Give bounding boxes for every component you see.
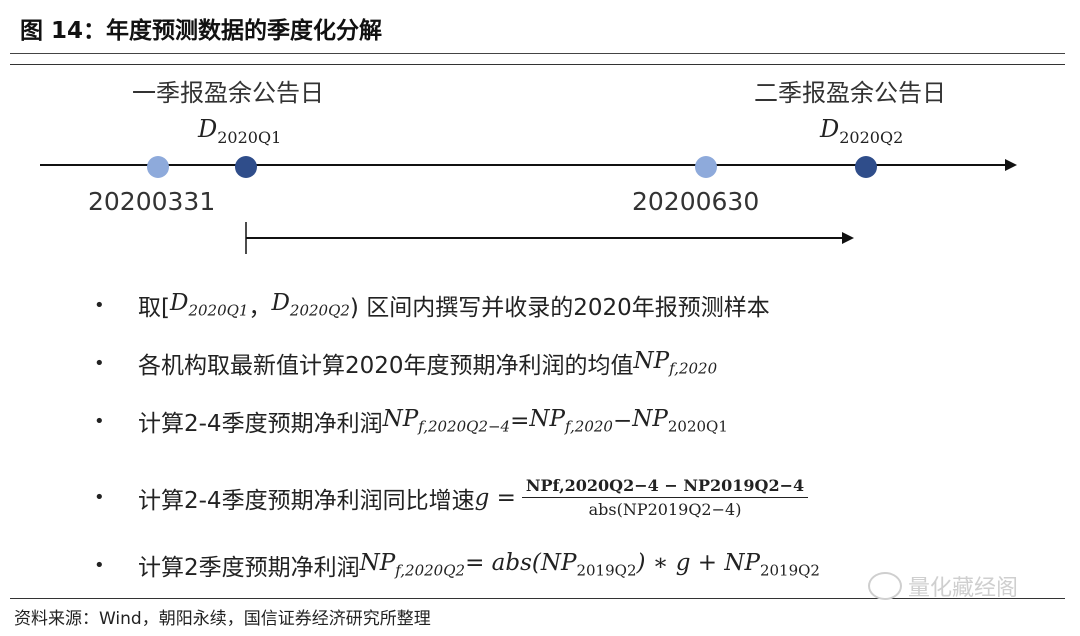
right-event-symbol: D2020Q2 <box>819 115 903 147</box>
bullet-list: • 取[ D2020Q1 ， D2020Q2 ) 区间内撰写并收录的2020年报… <box>94 290 820 581</box>
left-event-label: 一季报盈余公告日 <box>132 79 324 107</box>
bottom-rule <box>10 598 1065 599</box>
bullet-dot-icon: • <box>94 487 105 508</box>
right-event-label: 二季报盈余公告日 <box>754 79 946 107</box>
top-rule <box>10 64 1065 65</box>
figure-title: 图 14：年度预测数据的季度化分解 <box>10 8 1065 54</box>
bullet-item-1: • 取[ D2020Q1 ， D2020Q2 ) 区间内撰写并收录的2020年报… <box>94 290 770 321</box>
event-q1-dot <box>235 156 257 178</box>
date-q2-label: 20200630 <box>632 187 759 216</box>
timeline-diagram: 一季报盈余公告日 D2020Q1 二季报盈余公告日 D2020Q2 202003… <box>40 79 1017 254</box>
bullet-item-2: • 各机构取最新值计算2020年度预期净利润的均值 NPf,2020 <box>94 348 718 379</box>
date-q2-dot <box>695 156 717 178</box>
date-q1-label: 20200331 <box>88 187 215 216</box>
fraction-numerator: NPf,2020Q2−4 − NP2019Q2−4 <box>521 476 809 498</box>
bullet-dot-icon: • <box>94 352 105 374</box>
bullet-dot-icon: • <box>94 554 105 576</box>
watermark: 量化藏经阁 <box>868 570 1018 602</box>
bullet-dot-icon: • <box>94 410 105 432</box>
bullet-item-4: • 计算2-4季度预期净利润同比增速 g = NPf,2020Q2−4 − NP… <box>94 476 809 519</box>
date-q1-dot <box>147 156 169 178</box>
left-event-symbol: D2020Q1 <box>197 115 281 147</box>
fraction-denominator: abs(NP2019Q2−4) <box>588 500 742 519</box>
source-note: 资料来源：Wind，朝阳永续，国信证券经济研究所整理 <box>14 609 431 629</box>
growth-fraction: NPf,2020Q2−4 − NP2019Q2−4 abs(NP2019Q2−4… <box>521 476 809 519</box>
bullet-item-5: • 计算2季度预期净利润 NPf,2020Q2 = abs(NP2019Q2 )… <box>94 550 820 581</box>
wechat-icon <box>868 572 902 600</box>
bullet-dot-icon: • <box>94 294 105 316</box>
bullet-item-3: • 计算2-4季度预期净利润 NPf,2020Q2−4 = NPf,2020 −… <box>94 406 728 437</box>
event-q2-dot <box>855 156 877 178</box>
